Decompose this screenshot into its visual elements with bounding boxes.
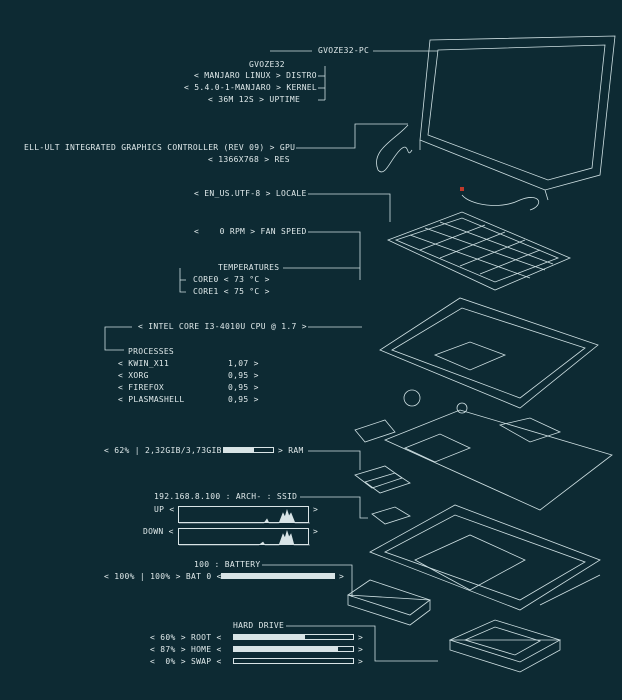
drive-label: HOME: [190, 645, 212, 654]
fan-label: FAN SPEED: [260, 227, 307, 236]
locale-value: EN_US.UTF-8: [204, 189, 261, 198]
down-close: >: [313, 527, 319, 536]
cpu-row: < INTEL CORE I3-4010U CPU @ 1.7 >: [138, 322, 307, 331]
gpu-row: ELL-ULT INTEGRATED GRAPHICS CONTROLLER (…: [24, 143, 296, 152]
process-row: < XORG: [118, 371, 149, 380]
process-row: < PLASMASHELL: [118, 395, 185, 404]
download-graph: [178, 528, 310, 546]
distro-label: DISTRO: [286, 71, 317, 80]
process-value-row: 0,95 >: [228, 371, 259, 380]
locale-label: LOCALE: [275, 189, 307, 198]
core0-value: 73 °C: [233, 275, 260, 284]
battery-charge: 100%: [114, 572, 135, 581]
gpu-label: GPU: [279, 143, 296, 152]
process-value: 0,95: [228, 383, 249, 392]
process-name: FIREFOX: [128, 383, 165, 392]
bat-label: BAT 0: [185, 572, 212, 581]
process-value: 1,07: [228, 359, 249, 368]
down-label: DOWN: [143, 527, 164, 536]
battery-row: 100 : BATTERY: [194, 560, 261, 569]
drive-percent: 60%: [160, 633, 176, 642]
ram-row-left: < 62% | 2,32GIB/3,73GIB: [104, 446, 222, 455]
res-row: < 1366X768 > RES: [208, 155, 290, 164]
uptime-label: UPTIME: [269, 95, 301, 104]
drive-row-home: < 87% > HOME <: [150, 645, 222, 654]
network-row: 192.168.8.100 : ARCH- : SSID: [154, 492, 298, 501]
user-name: GVOZE32: [249, 60, 285, 69]
battery-bar-fill: [222, 574, 334, 578]
ram-bar: [223, 447, 274, 453]
battery-value: 100: [194, 560, 210, 569]
ssid-label: SSID: [276, 492, 298, 501]
process-value: 0,95: [228, 371, 249, 380]
process-row: < FIREFOX: [118, 383, 165, 392]
battery-bar: [221, 573, 335, 579]
ram-label-row: > RAM: [278, 446, 304, 455]
kernel-value: 5.4.0-1-MANJARO: [194, 83, 271, 92]
temperatures-title: TEMPERATURES: [218, 263, 280, 272]
fan-value: 0 RPM: [219, 227, 246, 236]
drive-bar-home: [233, 646, 354, 652]
drive-bar-fill: [234, 635, 306, 639]
processes-title: PROCESSES: [128, 347, 175, 356]
res-value: 1366X768: [218, 155, 260, 164]
drive-label: ROOT: [190, 633, 212, 642]
drive-close: >: [358, 645, 364, 654]
upload-graph-line: [179, 508, 310, 524]
battery-charge-row: < 100% | 100% > BAT 0 <: [104, 572, 222, 581]
process-value-row: 1,07 >: [228, 359, 259, 368]
drive-percent: 0%: [165, 657, 176, 666]
down-row: DOWN <: [143, 527, 174, 536]
process-value-row: 0,95 >: [228, 383, 259, 392]
network-arch: ARCH-: [235, 492, 262, 501]
kernel-row: < 5.4.0-1-MANJARO > KERNEL: [184, 83, 318, 92]
drive-label: SWAP: [190, 657, 212, 666]
drive-close: >: [358, 633, 364, 642]
core0-row: CORE0 < 73 °C >: [193, 275, 270, 284]
up-close: >: [313, 505, 319, 514]
core0-label: CORE0: [193, 275, 219, 284]
drive-bar-fill: [234, 647, 338, 651]
fan-row: < 0 RPM > FAN SPEED: [194, 227, 307, 236]
drive-close: >: [358, 657, 364, 666]
battery-label: BATTERY: [224, 560, 261, 569]
ram-bar-fill: [224, 448, 255, 452]
process-name: XORG: [128, 371, 149, 380]
cpu-name: INTEL CORE I3-4010U CPU @ 1.7: [148, 322, 297, 331]
drive-row-swap: < 0% > SWAP <: [150, 657, 222, 666]
distro-value: MANJARO LINUX: [204, 71, 271, 80]
battery-charge2: 100%: [150, 572, 171, 581]
distro-row: < MANJARO LINUX > DISTRO: [194, 71, 317, 80]
computer-name: GVOZE32-PC: [318, 46, 370, 55]
res-label: RES: [274, 155, 290, 164]
gpu-name: ELL-ULT INTEGRATED GRAPHICS CONTROLLER (…: [24, 143, 265, 152]
locale-row: < EN_US.UTF-8 > LOCALE: [194, 189, 307, 198]
drive-bar-swap: [233, 658, 354, 664]
network-ip: 192.168.8.100: [154, 492, 221, 501]
battery-close: >: [339, 572, 345, 581]
uptime-row: < 36M 12S > UPTIME: [208, 95, 301, 104]
ram-percent: 62%: [114, 446, 130, 455]
core1-value: 75 °C: [233, 287, 260, 296]
uptime-value: 36M 12S: [218, 95, 255, 104]
drives-title: HARD DRIVE: [233, 621, 285, 630]
process-name: KWIN_X11: [128, 359, 170, 368]
drive-percent: 87%: [160, 645, 176, 654]
up-row: UP <: [154, 505, 175, 514]
core1-label: CORE1: [193, 287, 219, 296]
process-value: 0,95: [228, 395, 249, 404]
kernel-label: KERNEL: [286, 83, 318, 92]
ram-usage: 2,32GIB/3,73GIB: [144, 446, 222, 455]
core1-row: CORE1 < 75 °C >: [193, 287, 270, 296]
download-graph-line: [179, 529, 310, 546]
drive-row-root: < 60% > ROOT <: [150, 633, 222, 642]
drive-bar-root: [233, 634, 354, 640]
process-name: PLASMASHELL: [128, 395, 185, 404]
upload-graph: [178, 506, 310, 524]
process-value-row: 0,95 >: [228, 395, 259, 404]
ram-label: RAM: [288, 446, 304, 455]
up-label: UP: [154, 505, 165, 514]
process-row: < KWIN_X11: [118, 359, 170, 368]
